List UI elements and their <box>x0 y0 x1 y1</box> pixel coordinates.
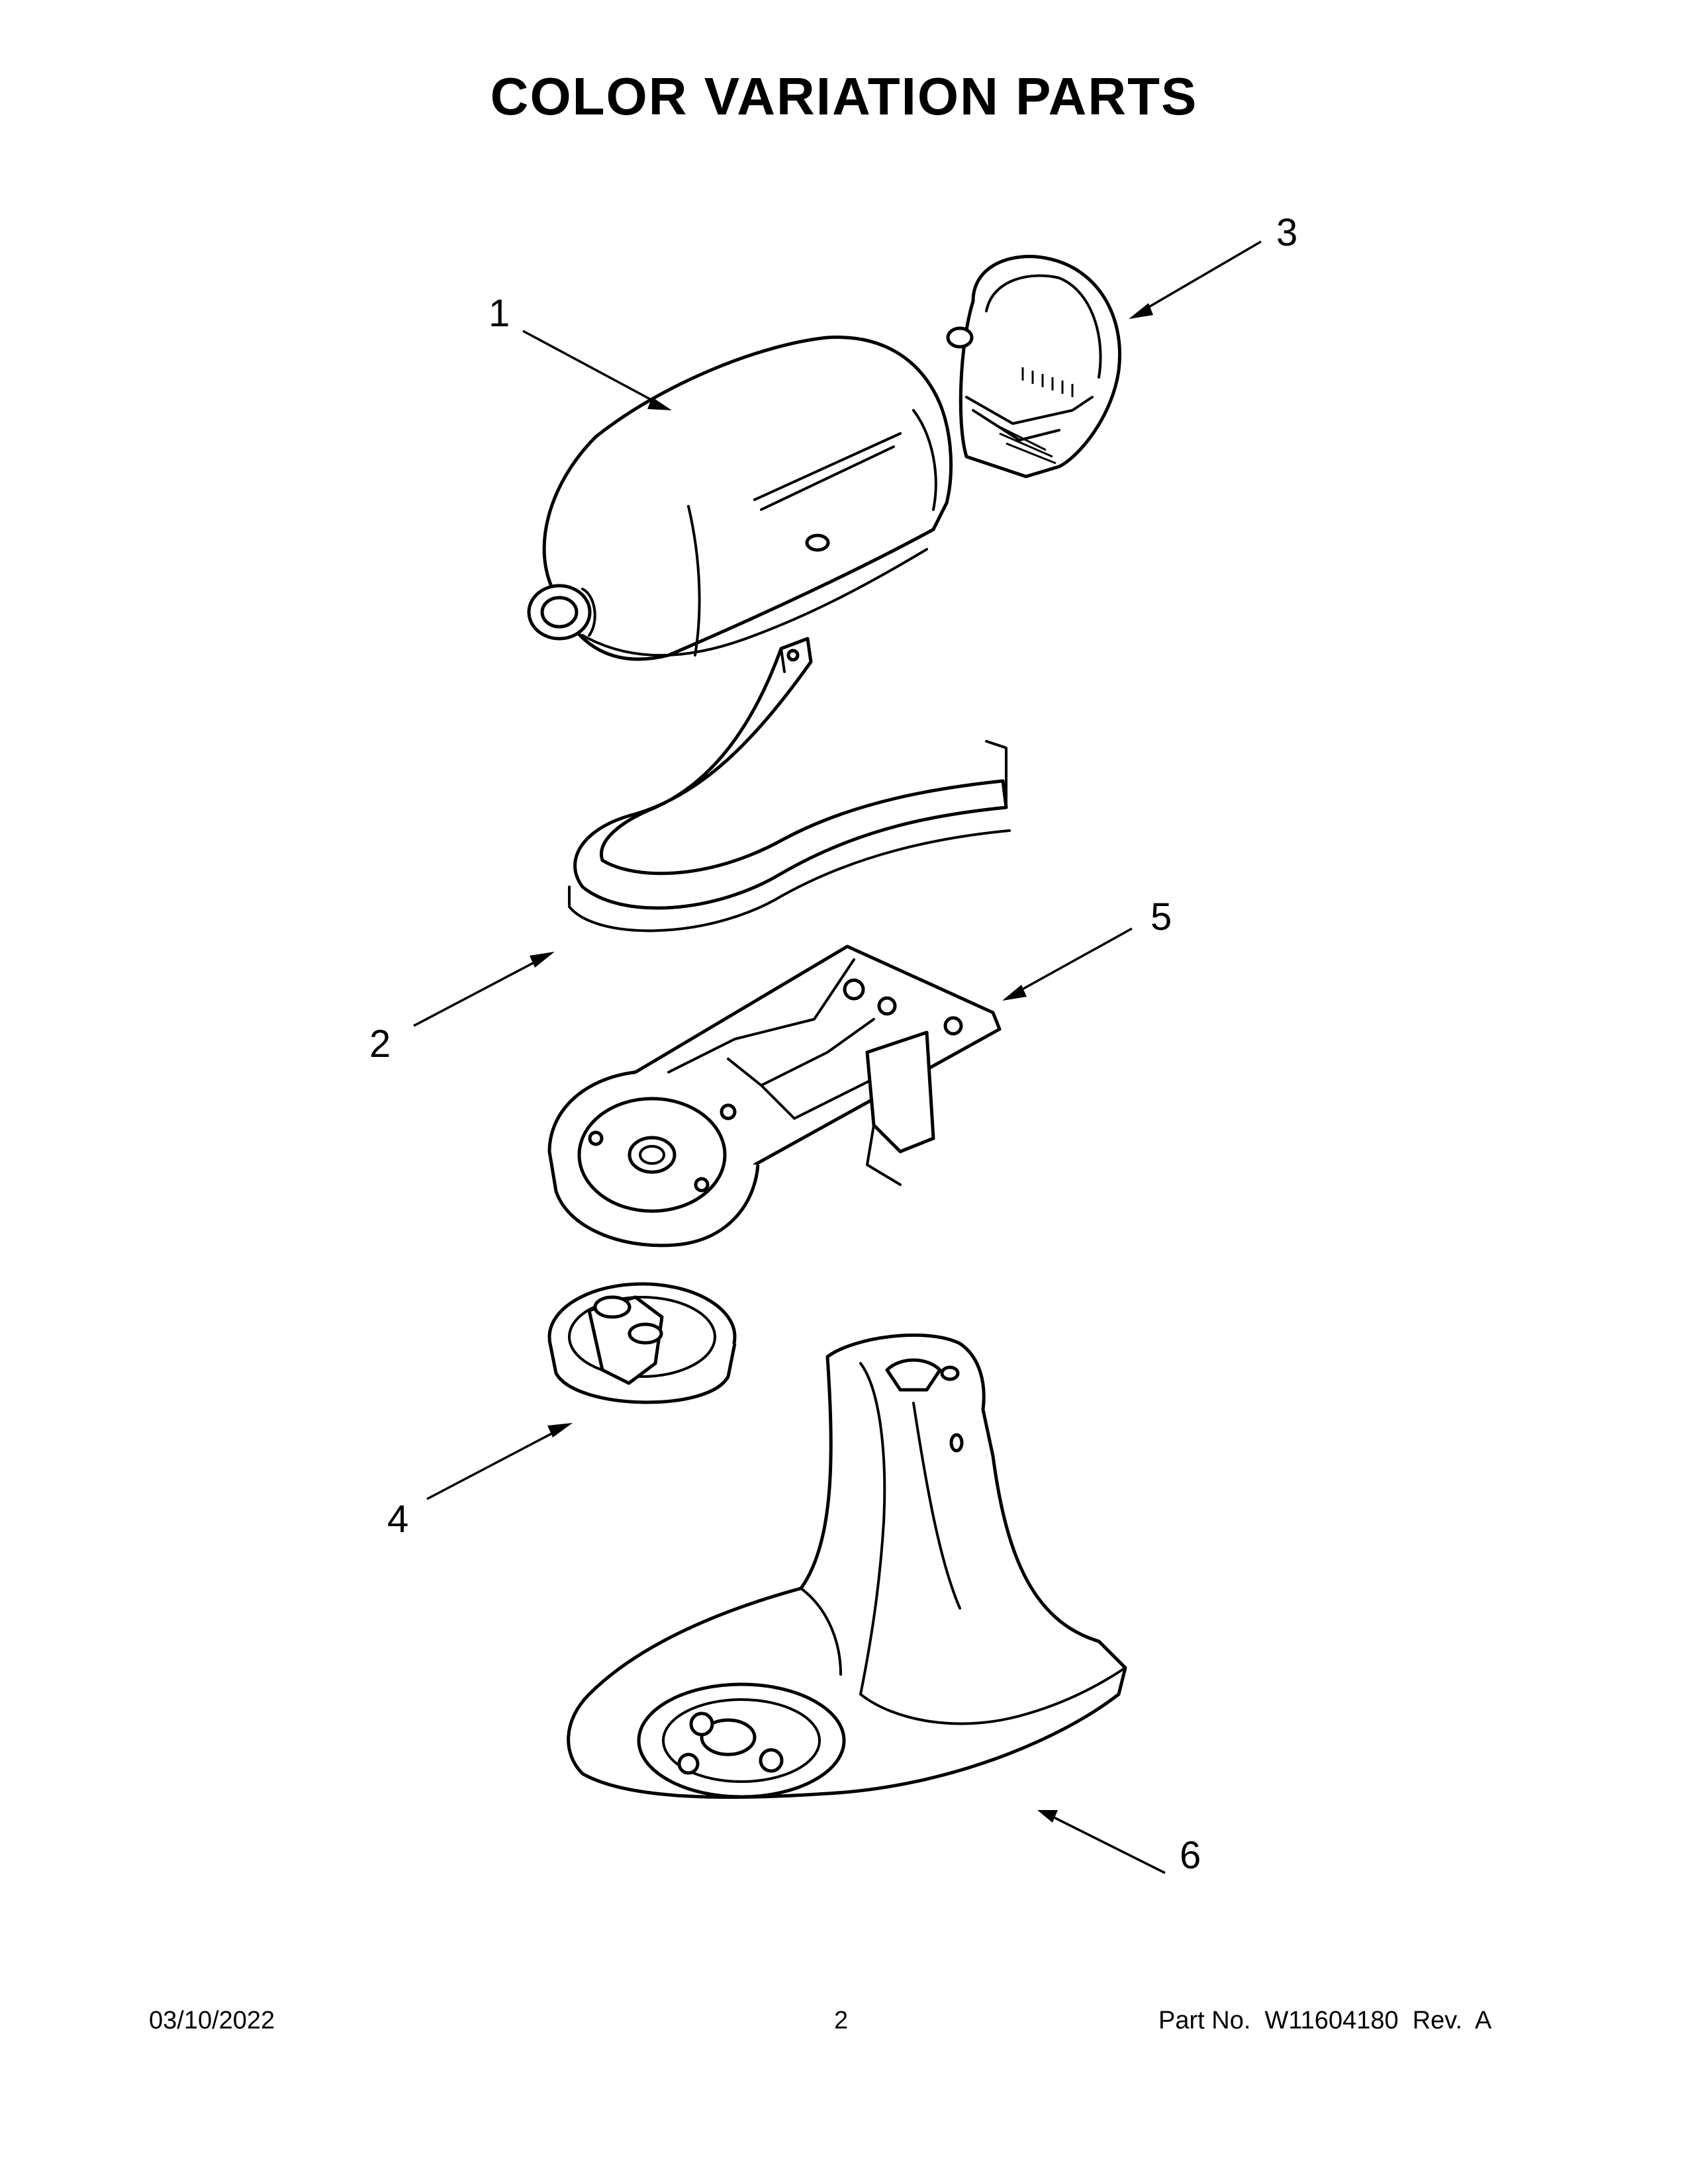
part-1-motor-housing <box>527 336 953 661</box>
callout-3: 3 <box>1276 211 1298 254</box>
callout-1: 1 <box>489 292 510 335</box>
part-6-pedestal-base <box>567 1333 1127 1799</box>
callout-4: 4 <box>387 1498 409 1541</box>
part-3-rear-cover <box>946 255 1121 478</box>
leader-arrows <box>413 240 1262 1874</box>
footer-date: 03/10/2022 <box>149 2007 275 2034</box>
part-5-base-frame <box>547 944 1002 1248</box>
callout-5: 5 <box>1150 895 1172 938</box>
callout-6: 6 <box>1180 1834 1201 1877</box>
part-2-trim-band <box>568 637 1011 933</box>
callout-2: 2 <box>369 1023 391 1066</box>
page-title: COLOR VARIATION PARTS <box>490 67 1198 126</box>
footer-page-number: 2 <box>834 2007 849 2034</box>
footer-part-info: Part No. W11604180 Rev. A <box>1158 2007 1492 2034</box>
part-4-planetary-housing <box>547 1282 737 1404</box>
